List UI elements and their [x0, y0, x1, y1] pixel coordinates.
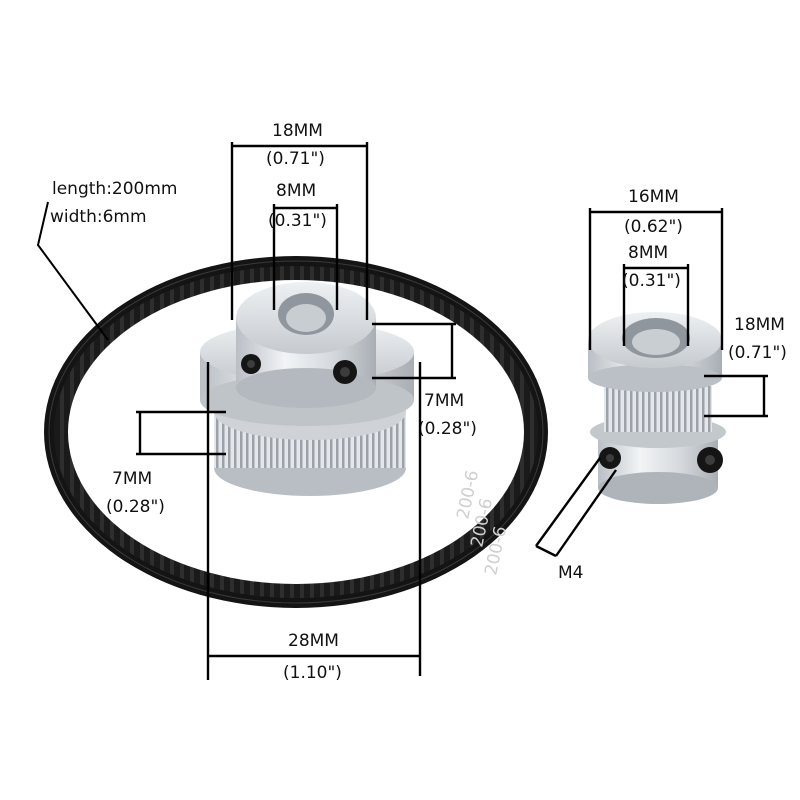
large-teeth-width-in: (0.28") [106, 497, 165, 517]
belt-spec-labels: length:200mm width:6mm [36, 179, 177, 341]
small-outer-dia: 16MM [628, 187, 679, 207]
small-screw-size: M4 [558, 563, 583, 583]
belt-leader-line [36, 201, 109, 341]
belt-width-label: width:6mm [50, 207, 147, 227]
large-hub-height-in: (0.28") [418, 419, 477, 439]
large-outer-dia-in: (0.71") [266, 149, 325, 169]
large-bore: 8MM [276, 181, 316, 201]
large-pulley [200, 282, 414, 496]
large-bore-in: (0.31") [268, 211, 327, 231]
small-pulley [588, 312, 726, 504]
large-teeth-width: 7MM [112, 469, 152, 489]
large-pulley-dimensions: 18MM (0.71") 8MM (0.31") 7MM (0.28") 7MM… [106, 121, 477, 683]
small-pulley-dimensions: 16MM (0.62") 8MM (0.31") 18MM (0.71") M4 [535, 187, 787, 583]
small-bore-in: (0.31") [622, 271, 681, 291]
large-outer-dia: 18MM [272, 121, 323, 141]
large-flange-dia-in: (1.10") [283, 663, 342, 683]
small-bore: 8MM [628, 243, 668, 263]
small-height: 18MM [734, 315, 785, 335]
large-flange-dia: 28MM [288, 631, 339, 651]
small-outer-dia-in: (0.62") [624, 217, 683, 237]
small-height-in: (0.71") [728, 343, 787, 363]
large-hub-height: 7MM [424, 391, 464, 411]
belt-length-label: length:200mm [52, 179, 177, 199]
